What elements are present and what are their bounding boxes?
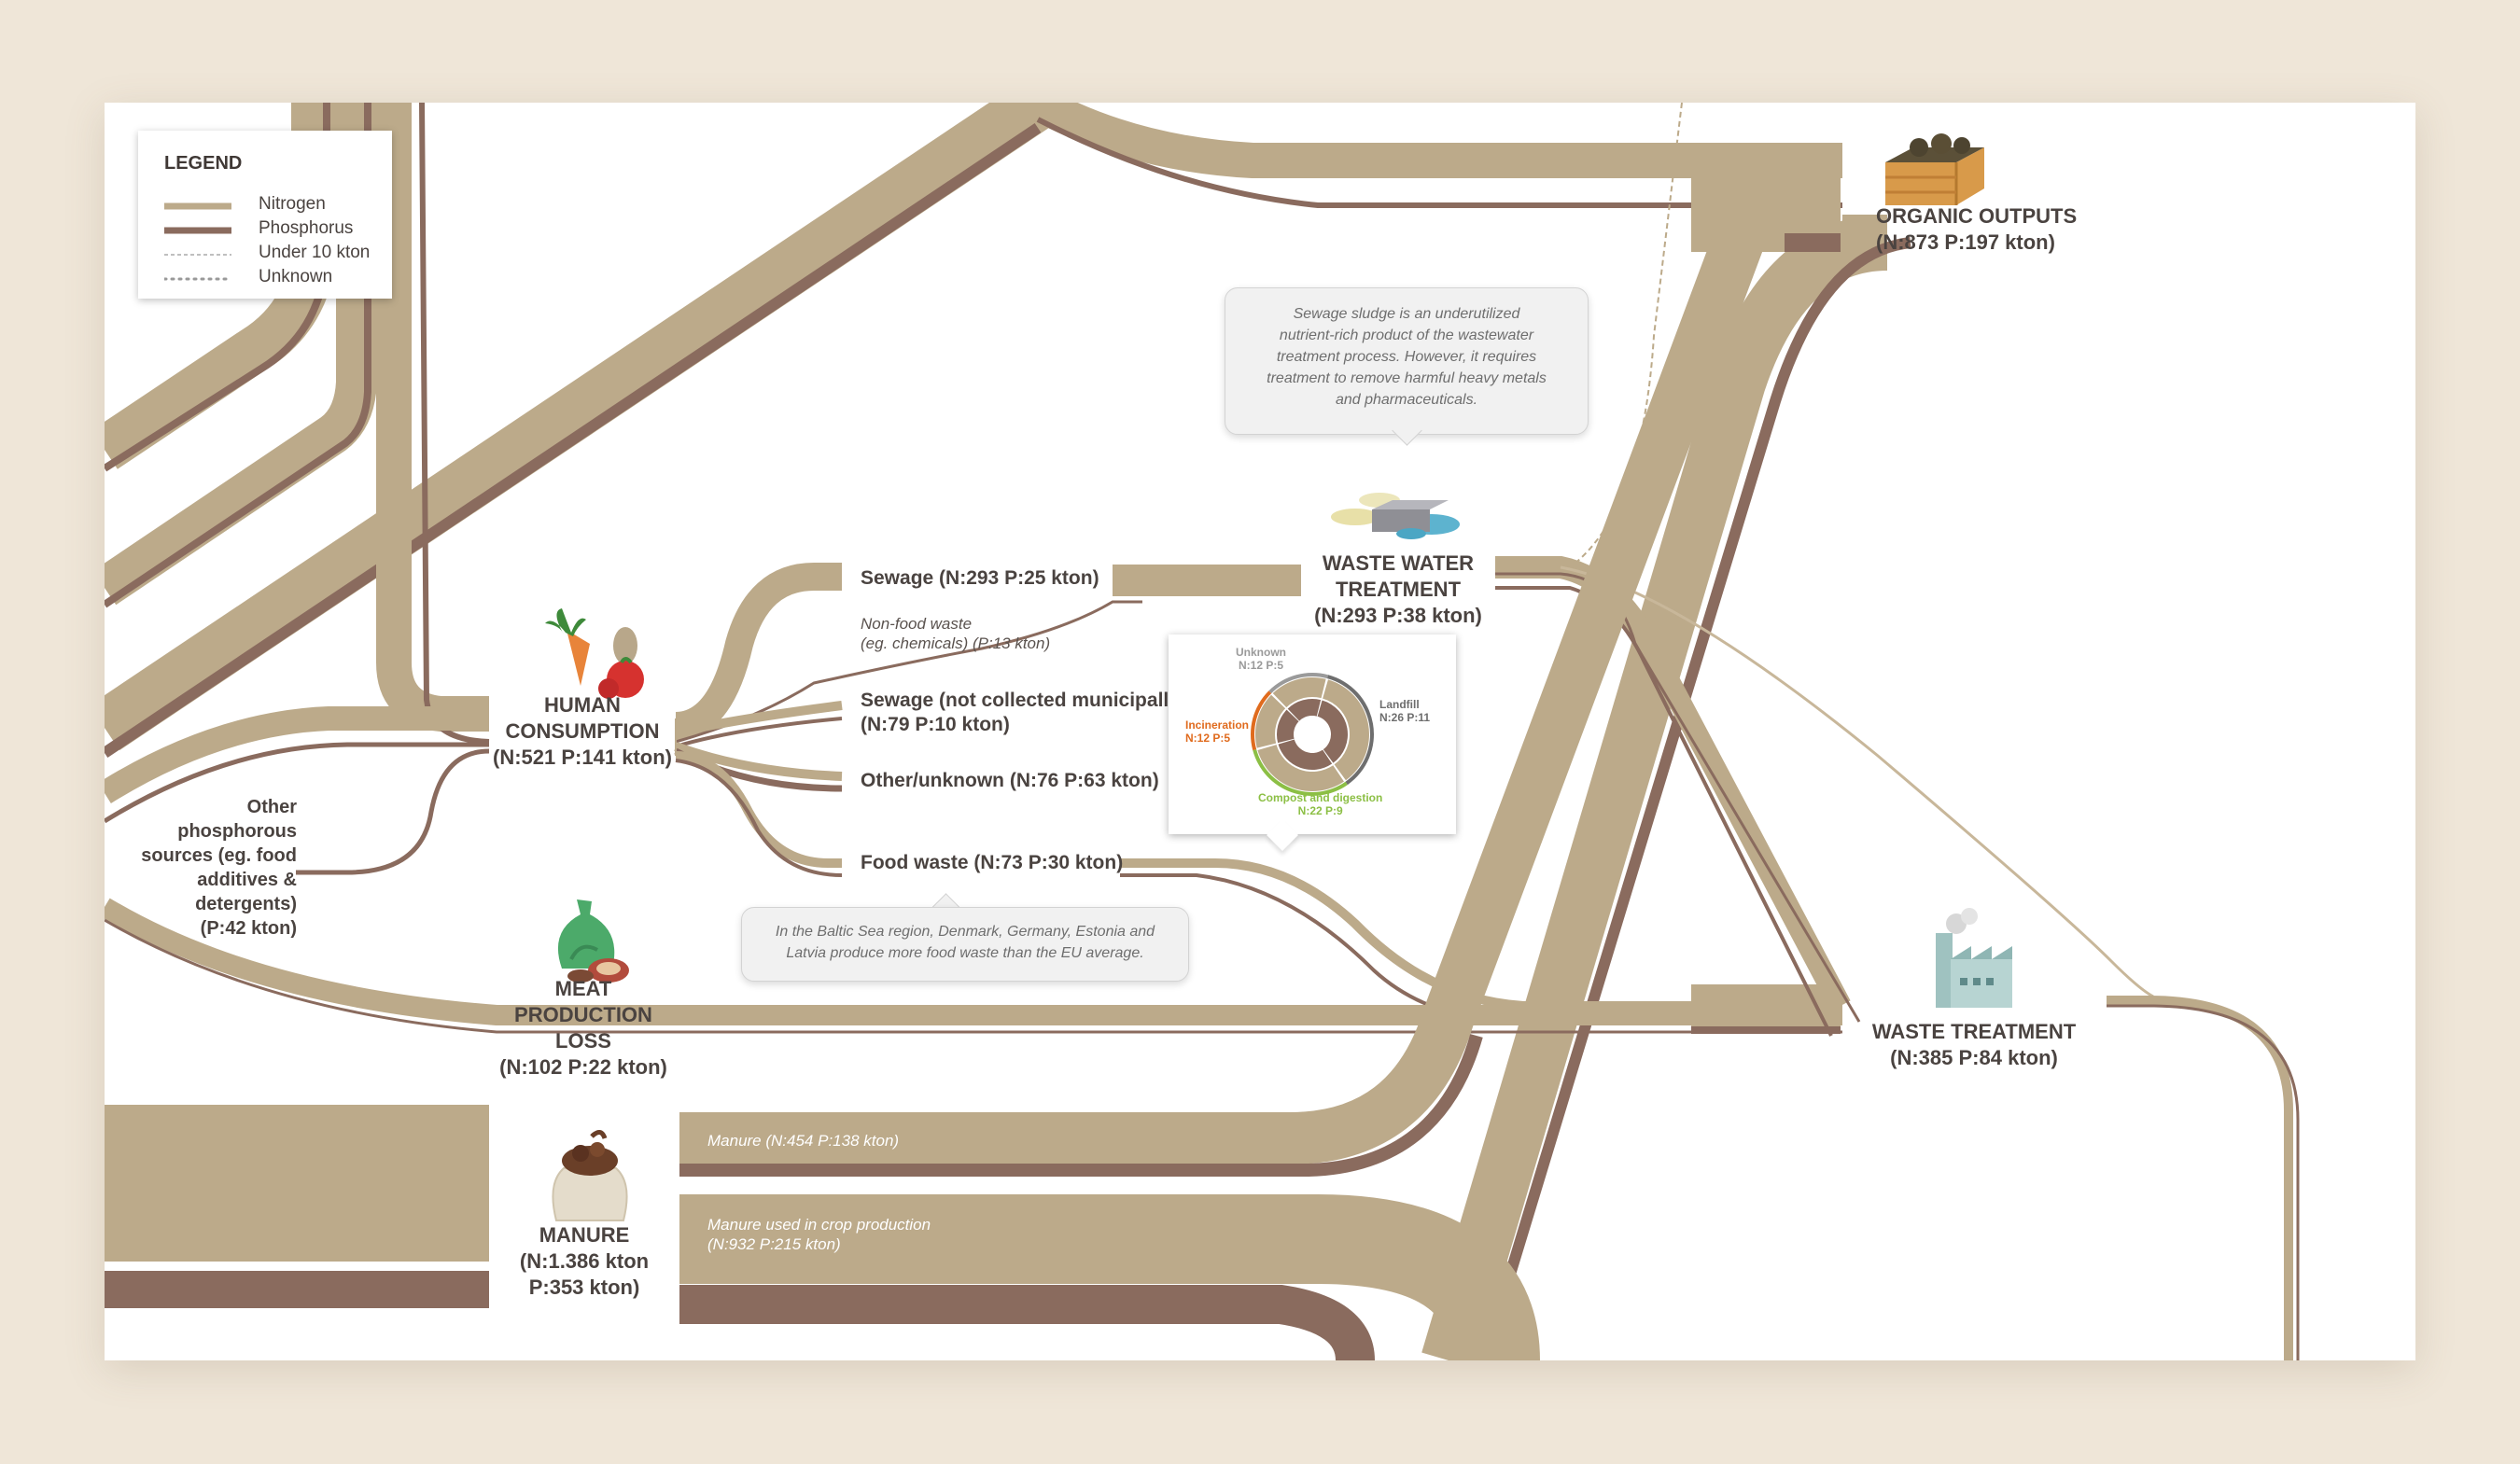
node-other-phosphorous: Other phosphorous sources (eg. food addi… <box>141 797 297 939</box>
flow-manure-to-organic <box>679 233 1763 1164</box>
callout-sewage-sludge: Sewage sludge is an underutilized nutrie… <box>1225 287 1589 435</box>
segment-label-incineration: Incineration N:12 P:5 <box>1185 718 1250 745</box>
flow-to-organic-outputs <box>1421 215 1889 1360</box>
donut-nitrogen-compost-and-digestion <box>1257 745 1344 791</box>
flow-band-diagonal-1-p <box>105 123 1042 758</box>
flow-network <box>105 103 2300 1360</box>
donut-rim-landfill <box>1327 675 1374 786</box>
flow-label-manure: Manure (N:454 P:138 kton) <box>707 1132 900 1150</box>
legend-title: LEGEND <box>164 153 243 174</box>
donut-phosphorus-unknown <box>1287 699 1322 721</box>
node-organic-outputs: ORGANIC OUTPUTS (N:873 P:197 kton) <box>1876 203 2077 256</box>
flow-hc-to-sewage-nc <box>674 701 843 737</box>
segment-label-unknown: Unknown N:12 P:5 <box>1236 646 1286 672</box>
flow-label-sewage: Sewage (N:293 P:25 kton) <box>861 567 1099 589</box>
compost-crate-icon <box>1885 133 1984 205</box>
flow-label-food-waste: Food waste (N:73 P:30 kton) <box>861 852 1124 873</box>
segment-label-landfill: Landfill N:26 P:11 <box>1379 698 1431 724</box>
flow-meat-to-wt <box>105 898 1842 1025</box>
legend-item-unknown: Unknown <box>164 267 333 286</box>
donut-nitrogen-unknown <box>1272 677 1326 708</box>
treatment-plant-icon <box>1331 493 1460 539</box>
node-waste-treatment: WASTE TREATMENT (N:385 P:84 kton) <box>1842 1019 2106 1071</box>
node-manure-values: (N:1.386 kton P:353 kton) <box>519 1249 650 1299</box>
node-manure-name: MANURE <box>539 1223 630 1247</box>
flow-right-exit-p <box>2107 1004 2300 1360</box>
food-waste-breakdown: Unknown N:12 P:5 Landfill N:26 P:11 Comp… <box>1169 634 1456 851</box>
node-manure: MANURE (N:1.386 kton P:353 kton) <box>489 1222 679 1301</box>
diagram-panel: LEGEND Nitrogen Phosphorus Under 10 kton… <box>105 103 2415 1360</box>
donut-phosphorus-compost-and-digestion <box>1278 739 1333 770</box>
flow-other-phosphorous <box>296 748 490 875</box>
flow-label-other-unknown: Other/unknown (N:76 P:63 kton) <box>861 770 1159 791</box>
flow-band-diagonal-2-p <box>105 103 371 608</box>
node-waste-water-treatment-name: WASTE WATER TREATMENT <box>1322 551 1475 601</box>
manure-sack-icon <box>552 1130 628 1221</box>
legend-item-nitrogen: Nitrogen <box>164 194 326 214</box>
flow-top-curve-p <box>1036 117 1842 208</box>
flow-vertical-to-hc-p <box>419 103 490 745</box>
donut-rim-incineration <box>1251 690 1272 751</box>
flow-vertical-to-hc <box>376 103 489 732</box>
flow-meat-to-wt-p <box>105 918 1842 1034</box>
vegetables-icon <box>545 608 644 699</box>
donut-nitrogen-incineration <box>1255 694 1286 748</box>
flow-hc-to-sewage <box>674 563 842 740</box>
segment-label-compost: Compost and digestion N:22 P:9 <box>1258 791 1383 817</box>
node-human-consumption-name: HUMAN CONSUMPTION <box>505 693 660 743</box>
node-waste-water-treatment-values: (N:293 P:38 kton) <box>1314 604 1482 627</box>
node-organic-outputs-values: (N:873 P:197 kton) <box>1876 230 2055 254</box>
factory-icon <box>1936 908 2012 1008</box>
node-human-consumption: HUMAN CONSUMPTION (N:521 P:141 kton) <box>489 692 676 771</box>
flow-top-curve <box>1029 103 1842 178</box>
node-waste-water-treatment: WASTE WATER TREATMENT (N:293 P:38 kton) <box>1301 551 1495 629</box>
flow-label-non-food-waste: Non-food waste (eg. chemicals) (P:13 kto… <box>861 615 1051 652</box>
legend: LEGEND Nitrogen Phosphorus Under 10 kton… <box>138 131 392 299</box>
donut-nitrogen-landfill <box>1323 679 1369 781</box>
flow-hc-to-foodwaste-p <box>675 759 843 877</box>
donut-phosphorus-incineration <box>1277 709 1299 744</box>
node-meat-production-loss-name: MEAT PRODUCTION LOSS <box>514 977 652 1053</box>
node-meat-production-loss-values: (N:102 P:22 kton) <box>499 1055 667 1079</box>
node-organic-outputs-name: ORGANIC OUTPUTS <box>1876 204 2078 228</box>
flow-wwt-to-right <box>1560 565 2154 998</box>
flow-left-to-hc-p <box>105 742 489 824</box>
flow-manure-crop <box>679 1194 1540 1360</box>
flow-left-to-hc <box>105 706 489 804</box>
flow-label-sewage-not-collected: Sewage (not collected municipally) (N:79… <box>861 690 1186 735</box>
flow-right-exit <box>2107 996 2293 1360</box>
node-meat-production-loss: MEAT PRODUCTION LOSS (N:102 P:22 kton) <box>487 976 679 1081</box>
flow-to-organic-outputs-p <box>1478 237 1911 1360</box>
node-waste-treatment-values: (N:385 P:84 kton) <box>1890 1046 2058 1069</box>
node-waste-treatment-name: WASTE TREATMENT <box>1871 1020 2077 1043</box>
callout-food-waste: In the Baltic Sea region, Denmark, Germa… <box>741 907 1189 982</box>
flow-hc-to-sewage-nc-p <box>675 717 843 748</box>
node-human-consumption-values: (N:521 P:141 kton) <box>493 746 672 769</box>
flow-hc-to-other <box>674 742 843 781</box>
meat-bag-icon <box>557 899 629 983</box>
flow-band-diagonal-2 <box>105 103 377 606</box>
food-waste-donut <box>1251 673 1374 796</box>
flow-label-manure-crop: Manure used in crop production (N:932 P:… <box>707 1216 931 1253</box>
flow-manure-to-organic-p <box>679 1034 1483 1177</box>
flow-band-diagonal-1 <box>105 103 1054 751</box>
flow-manure-crop-p <box>679 1285 1375 1360</box>
legend-item-under-10: Under 10 kton <box>164 243 371 262</box>
donut-rim-compost-and-digestion <box>1253 749 1348 796</box>
donut-rim-unknown <box>1268 673 1329 694</box>
donut-phosphorus-landfill <box>1317 700 1348 763</box>
legend-item-phosphorus: Phosphorus <box>164 218 354 238</box>
